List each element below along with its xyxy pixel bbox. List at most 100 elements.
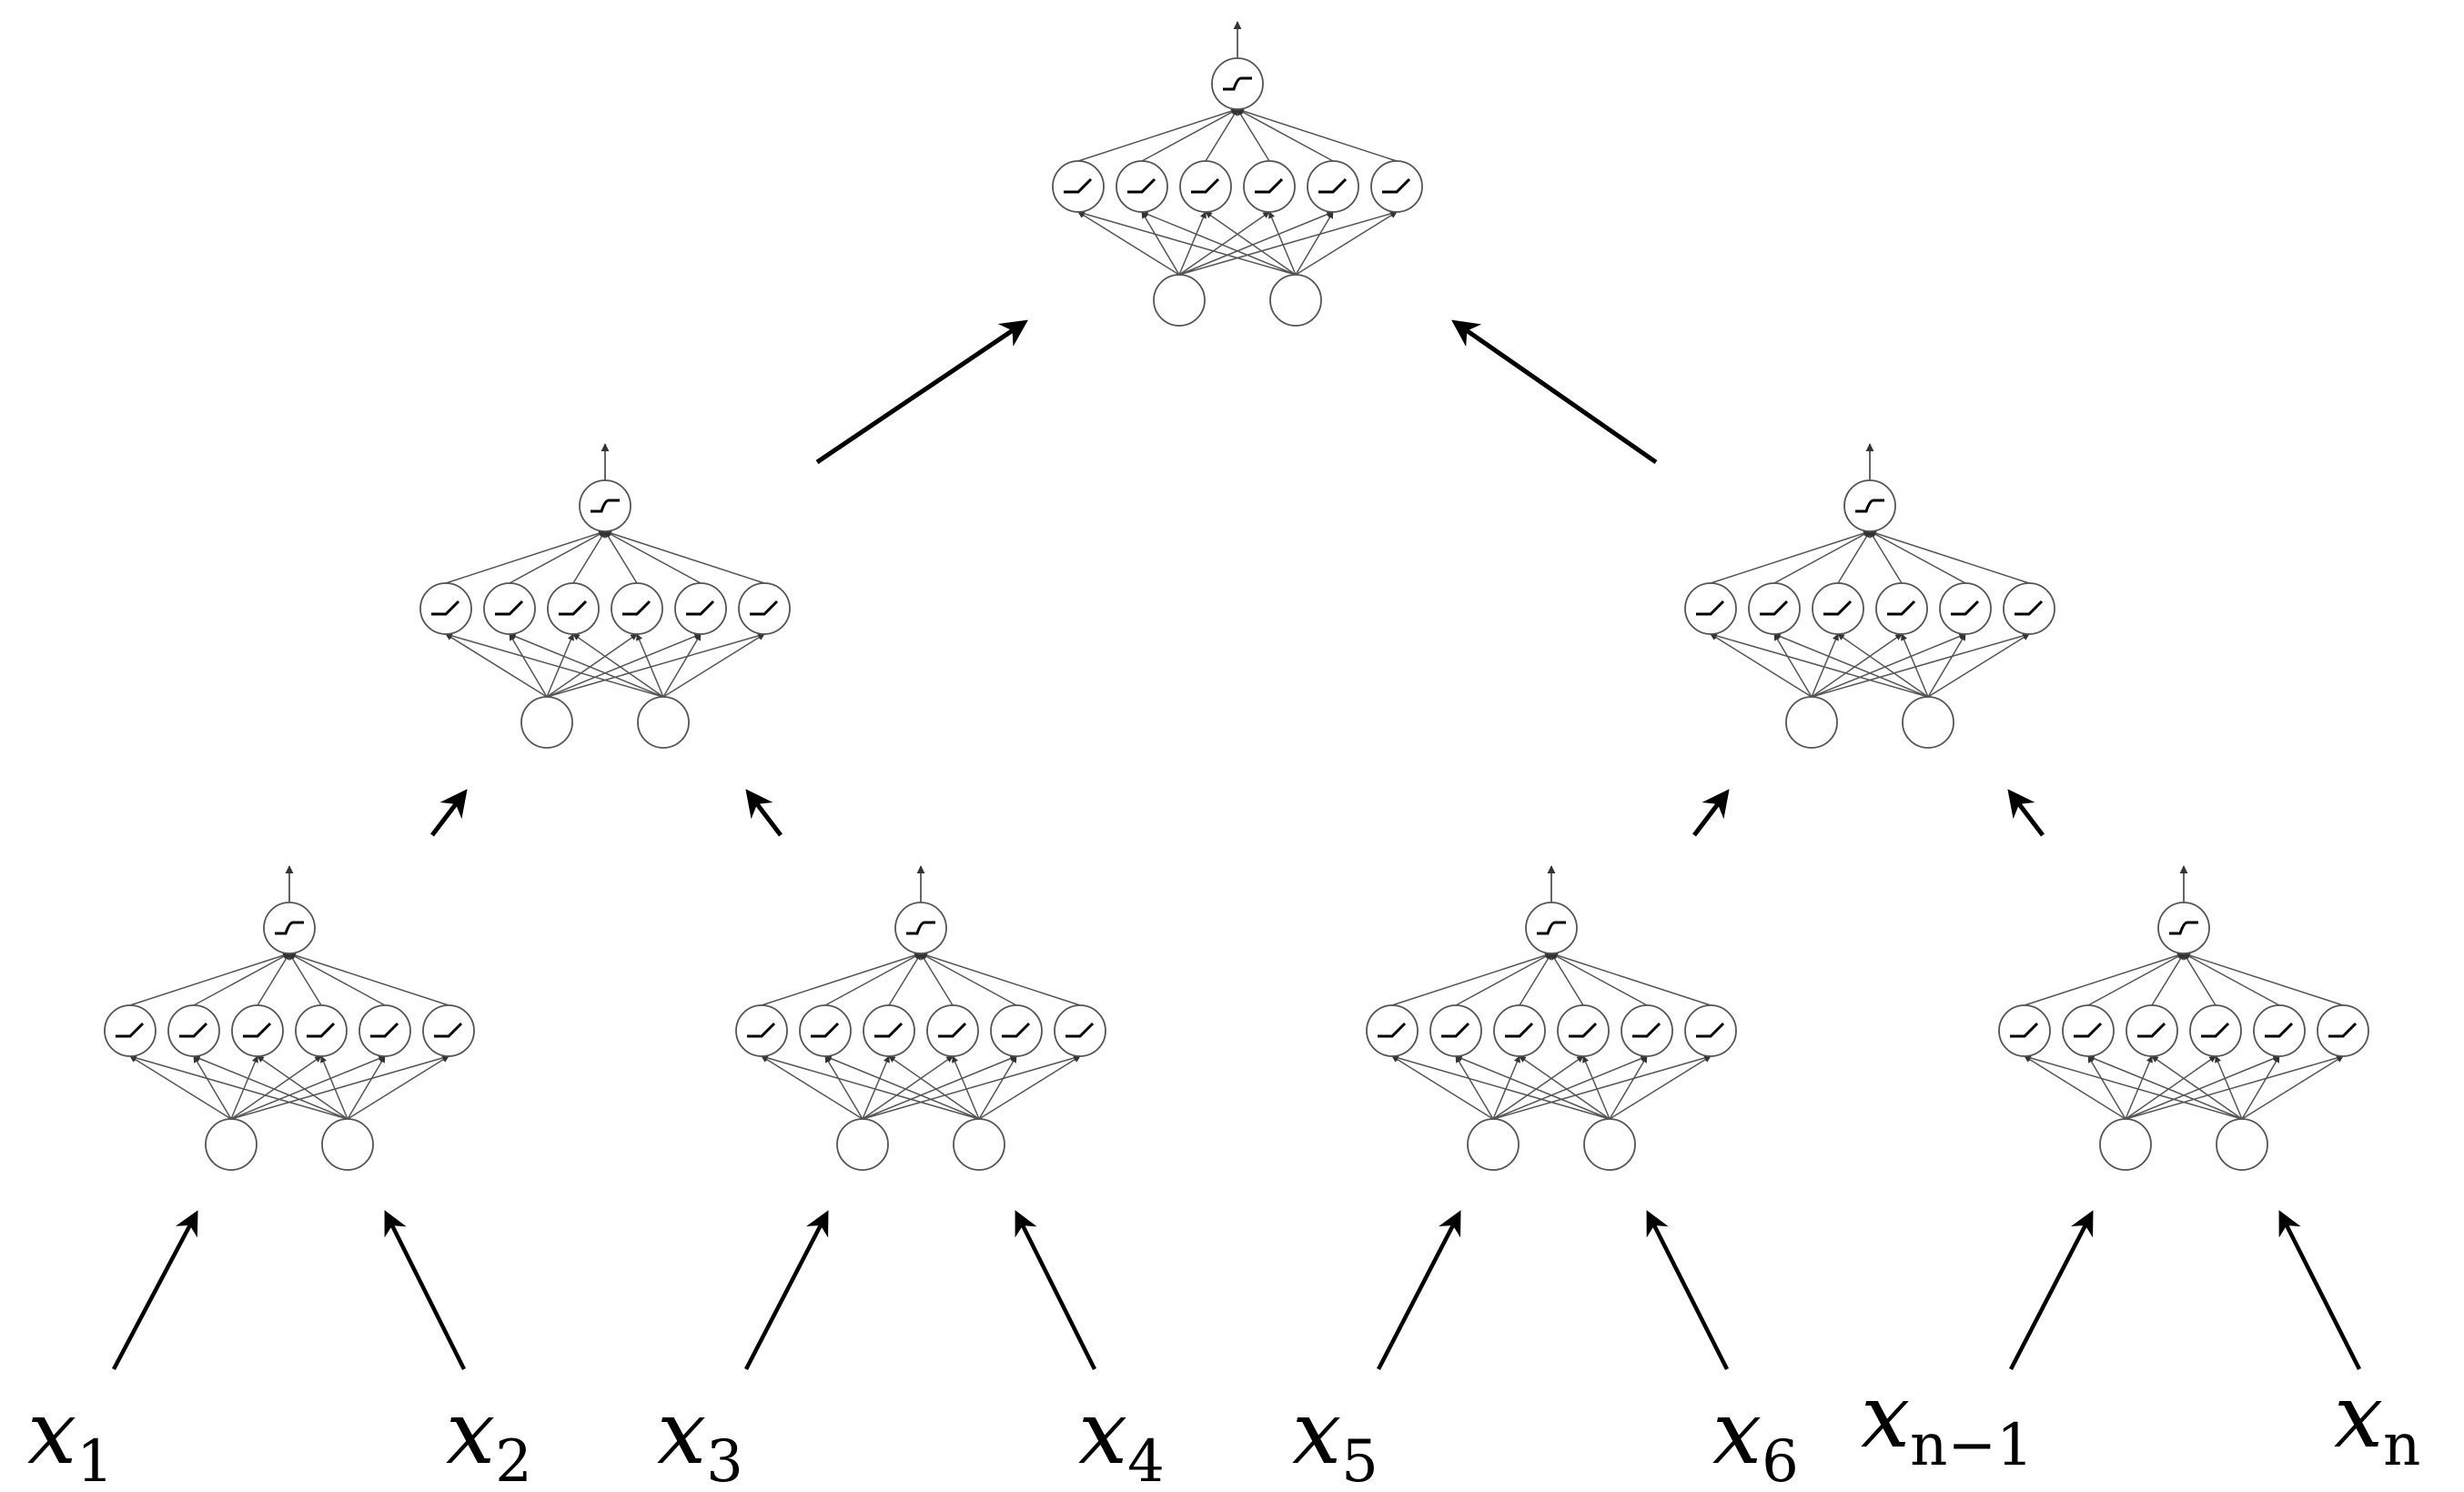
hidden-node xyxy=(1054,1004,1106,1057)
hidden-node xyxy=(1812,582,1864,635)
edge xyxy=(1869,530,1903,584)
relu-icon xyxy=(116,1022,145,1038)
hidden-node xyxy=(2317,1004,2369,1057)
edge xyxy=(604,530,638,584)
edge xyxy=(1237,108,1270,162)
input-node xyxy=(2099,1118,2152,1171)
input-node xyxy=(2216,1118,2268,1171)
hidden-node xyxy=(358,1004,411,1057)
relu-icon xyxy=(938,1022,967,1038)
relu-icon xyxy=(2265,1022,2294,1038)
edge xyxy=(2215,1055,2243,1120)
hidden-node xyxy=(735,1004,788,1057)
input-node xyxy=(1467,1118,1520,1171)
edge xyxy=(1492,1055,1648,1120)
relu-icon xyxy=(2328,1022,2358,1038)
edge xyxy=(862,1054,1081,1120)
relu-icon xyxy=(811,1022,840,1038)
edge xyxy=(2125,1055,2153,1120)
network-group xyxy=(104,21,2369,1171)
edge xyxy=(604,529,765,584)
hidden-node xyxy=(1939,582,1992,635)
relu-icon xyxy=(1632,1022,1661,1038)
hidden-node xyxy=(2003,582,2055,635)
network-leaf-3 xyxy=(1366,865,1737,1171)
edge xyxy=(824,953,922,1006)
edge xyxy=(572,530,606,584)
sigmoid-icon xyxy=(1537,921,1566,935)
edge xyxy=(2241,1055,2280,1120)
relu-icon xyxy=(1441,1022,1470,1038)
edge xyxy=(1455,1055,1611,1120)
input-label-n-minus-1: xn−1 xyxy=(1861,1366,2034,1479)
relu-icon xyxy=(622,600,651,616)
edge xyxy=(1178,211,1270,276)
edge xyxy=(1869,529,2030,584)
hidden-node xyxy=(167,1004,220,1057)
edge xyxy=(1077,107,1238,162)
relu-icon xyxy=(1696,600,1725,616)
relu-icon xyxy=(1191,177,1220,194)
output-node xyxy=(1211,57,1264,110)
edge xyxy=(257,1055,348,1120)
relu-icon xyxy=(2074,1022,2103,1038)
edge xyxy=(230,1055,386,1120)
sigmoid-icon xyxy=(275,921,304,935)
edge xyxy=(509,633,664,698)
relu-icon xyxy=(2010,1022,2039,1038)
edge xyxy=(1295,211,1334,276)
arrow-input-5-to-leaf xyxy=(1377,1210,1461,1371)
edge xyxy=(636,633,664,698)
edge xyxy=(1077,210,1297,276)
relu-icon xyxy=(1064,177,1093,194)
edge xyxy=(2183,953,2280,1006)
input-node xyxy=(1902,696,1954,749)
edge xyxy=(920,952,1081,1006)
relu-icon xyxy=(1255,177,1284,194)
edge xyxy=(445,529,606,584)
network-root xyxy=(1052,21,1423,327)
edge xyxy=(288,953,322,1006)
edge xyxy=(761,1055,863,1120)
input-node xyxy=(953,1118,1005,1171)
edge xyxy=(1492,1055,1520,1120)
edge xyxy=(1811,633,1839,698)
edge xyxy=(1811,633,1966,698)
hidden-node xyxy=(926,1004,979,1057)
edge xyxy=(1141,108,1238,162)
sigmoid-icon xyxy=(1855,499,1884,513)
hidden-node xyxy=(422,1004,475,1057)
arrow-input-4-to-leaf xyxy=(1015,1210,1097,1371)
edge xyxy=(1455,953,1552,1006)
edge xyxy=(546,633,638,698)
relu-icon xyxy=(2137,1022,2166,1038)
arrow-input-2-to-leaf xyxy=(384,1210,467,1371)
edge xyxy=(1609,1055,1648,1120)
edge xyxy=(1609,1055,1712,1120)
edge xyxy=(1295,211,1398,276)
arrow-leaf-3-to-mid-right xyxy=(1692,789,1730,837)
edge xyxy=(1268,211,1297,276)
input-node xyxy=(1153,274,1206,327)
edge xyxy=(1077,211,1180,276)
hidden-node xyxy=(611,582,663,635)
edge xyxy=(1582,1055,1611,1120)
edge xyxy=(662,633,702,698)
hidden-node xyxy=(1052,160,1105,213)
hidden-node xyxy=(1557,1004,1610,1057)
sigmoid-icon xyxy=(2169,921,2198,935)
relu-icon xyxy=(1002,1022,1031,1038)
relu-icon xyxy=(1065,1022,1095,1038)
edge xyxy=(2087,1055,2243,1120)
hidden-node xyxy=(990,1004,1043,1057)
edge xyxy=(1901,633,1929,698)
edge xyxy=(1205,211,1297,276)
edge xyxy=(1773,633,1929,698)
input-labels: x1 x2 x3 x4 x5 x6 xn−1 xn xyxy=(27,1366,2420,1492)
hidden-node xyxy=(863,1004,915,1057)
edge xyxy=(2151,1055,2243,1120)
relu-icon xyxy=(179,1022,208,1038)
network-leaf-4 xyxy=(1998,865,2369,1171)
edge xyxy=(546,633,702,698)
